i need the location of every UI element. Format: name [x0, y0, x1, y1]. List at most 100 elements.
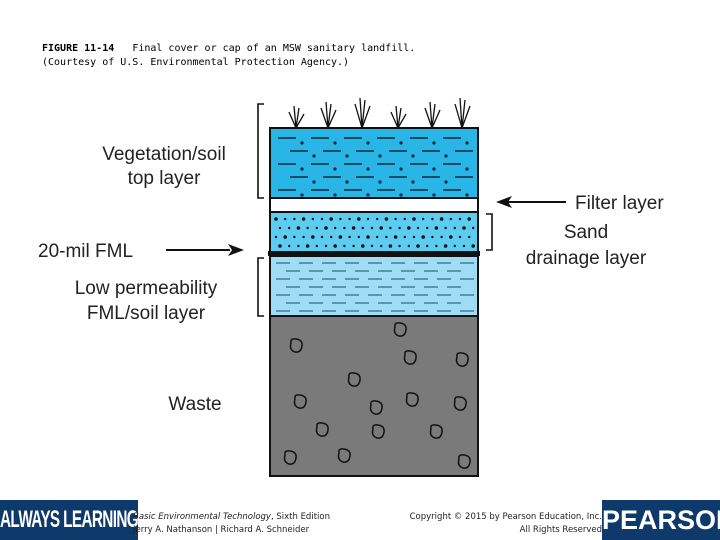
grass-tuft [454, 97, 471, 129]
sand-grain [357, 235, 360, 239]
soil-dot [399, 141, 403, 145]
sand-grain [389, 226, 392, 230]
soil-dot [399, 193, 403, 197]
sand-grain [293, 217, 296, 221]
sand-grain [407, 244, 410, 248]
sand-grain [468, 235, 471, 239]
soil-dot [432, 167, 436, 171]
sand-grain [388, 244, 393, 248]
soil-dot [333, 193, 337, 197]
waste-chunk [405, 392, 419, 407]
vegetation-soil-texture [278, 137, 473, 197]
sand-grain [305, 244, 310, 248]
sand-grain [422, 217, 425, 221]
sand-grain [379, 226, 384, 230]
soil-dot [399, 167, 403, 171]
soil-dot [378, 180, 382, 184]
figure-credit: (Courtesy of U.S. Environmental Protecti… [42, 57, 350, 68]
sand-grain [462, 244, 466, 248]
sand-grain [284, 217, 287, 221]
sand-grain [315, 226, 318, 230]
sand-grain [421, 235, 426, 239]
soil-dot [411, 154, 415, 158]
sand-grain [329, 217, 334, 221]
sand-grain [348, 235, 351, 239]
sand-grain [293, 235, 296, 239]
sand-grain [435, 244, 438, 248]
soil-dot [465, 193, 469, 197]
sand-grain [467, 217, 472, 221]
sand-grain [361, 244, 365, 248]
waste-chunk [315, 422, 329, 437]
sand-grain [398, 226, 401, 230]
pearson-logo: PEARSON [602, 500, 720, 540]
grass-tuft [320, 101, 337, 129]
sand-grain [403, 217, 406, 221]
sand-grain [412, 217, 416, 221]
sand-grain [302, 235, 305, 239]
filter-layer-label: Filter layer [575, 193, 664, 214]
book-authors: Jerry A. Nathanson | Richard A. Schneide… [133, 525, 310, 535]
low-permeability-texture [276, 262, 474, 312]
waste-chunk [371, 424, 385, 439]
sand-grain [351, 226, 356, 230]
figure-id: FIGURE 11-14 [42, 43, 115, 54]
low-permeability-label-line2: FML/soil layer [87, 303, 206, 324]
sand-grain [458, 217, 462, 221]
sand-grain [398, 244, 401, 248]
sand-grain [288, 244, 291, 248]
sand-grain [434, 226, 439, 230]
sand-grain [449, 235, 453, 239]
vegetation-label-line2: top layer [128, 168, 202, 189]
waste-label: Waste [168, 394, 221, 415]
soil-dot [333, 167, 337, 171]
soil-dot [300, 193, 304, 197]
footer-bar: ALWAYS LEARNING Basic Environmental Tech… [0, 500, 720, 540]
sand-label-line1: Sand [564, 222, 608, 243]
sand-grain [288, 226, 291, 230]
sand-grain [352, 244, 355, 248]
figure-title: Final cover or cap of an MSW sanitary la… [132, 43, 416, 54]
sand-label-line2: drainage layer [526, 248, 647, 269]
always-learning-logo: ALWAYS LEARNING [0, 500, 138, 540]
waste-chunk [369, 400, 383, 415]
waste-layer [269, 315, 479, 477]
soil-dot [345, 180, 349, 184]
vegetation-soil-layer [269, 127, 479, 199]
soil-dot [300, 141, 304, 145]
sand-grain [376, 235, 379, 239]
sand-grain [403, 235, 406, 239]
rights-line: All Rights Reserved [519, 525, 602, 535]
sand-grain [472, 226, 475, 230]
soil-dot [300, 167, 304, 171]
filter-layer-arrow [496, 196, 566, 208]
sand-grain [343, 226, 346, 230]
sand-grain [431, 235, 434, 239]
sand-grain [444, 226, 447, 230]
low-permeability-label-line1: Low permeability [75, 278, 218, 299]
fml-label: 20-mil FML [38, 241, 133, 262]
vegetation-label-line1: Vegetation/soil [102, 144, 226, 165]
sand-grain [394, 217, 397, 221]
sand-grain [416, 226, 420, 230]
soil-dot [333, 141, 337, 145]
sand-grain [431, 217, 434, 221]
grass-tuft [354, 97, 371, 129]
soil-dot [366, 167, 370, 171]
copyright-line: Copyright © 2015 by Pearson Education, I… [409, 512, 602, 522]
sand-grain [357, 217, 361, 221]
sand-grain [439, 217, 444, 221]
soil-dot [366, 141, 370, 145]
soil-dot [432, 141, 436, 145]
sand-grain [278, 244, 282, 248]
book-title: Basic Environmental Technology [133, 512, 271, 522]
sand-grain [274, 217, 278, 221]
sand-grain [274, 235, 278, 239]
fml-membrane [268, 251, 480, 256]
grass-tuft [424, 101, 441, 129]
sand-grain [453, 244, 456, 248]
sand-grain [339, 217, 342, 221]
soil-dot [312, 180, 316, 184]
figure-caption: FIGURE 11-14 Final cover or cap of an MS… [42, 42, 415, 70]
sand-grain [348, 217, 351, 221]
